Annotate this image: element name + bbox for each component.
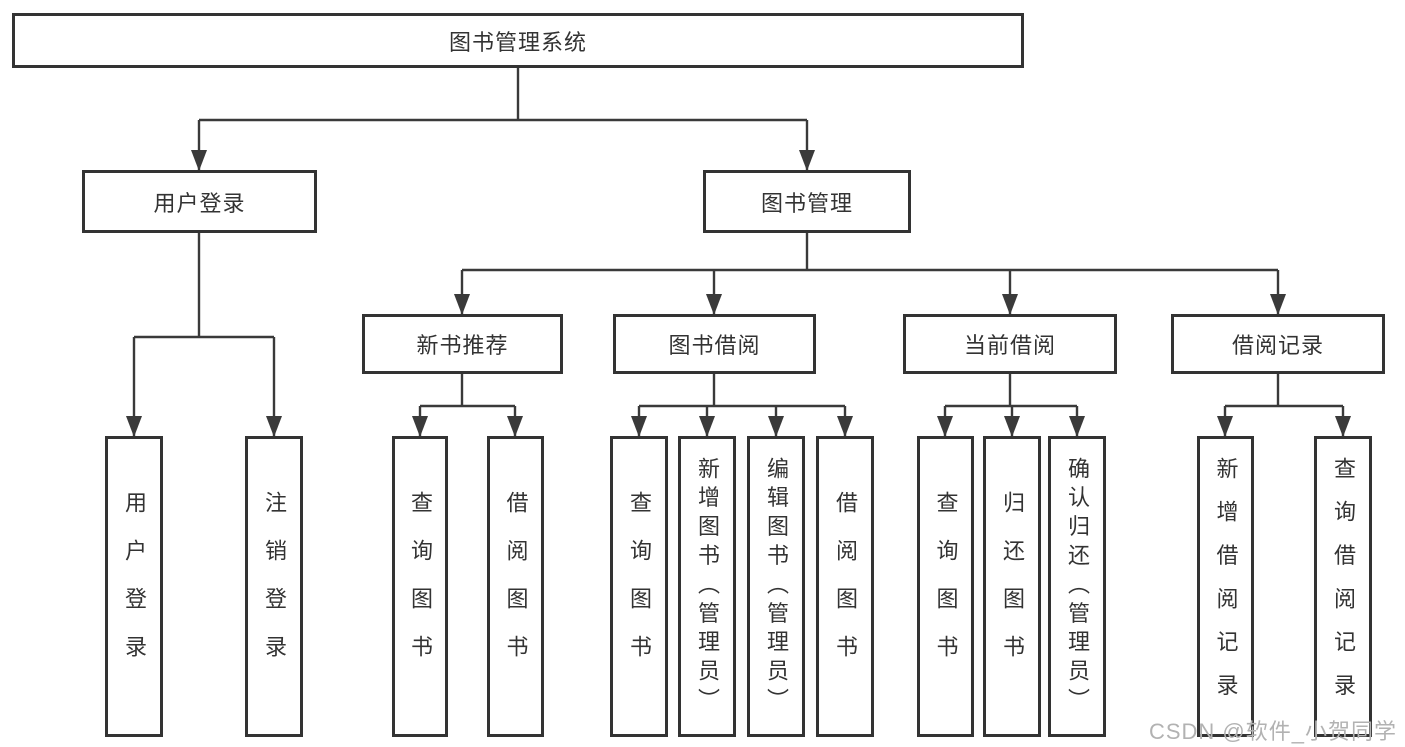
node-label: 借阅记录 [1231, 333, 1324, 358]
node-root-system: 图书管理系统 [12, 13, 1024, 68]
node-label: 图书管理系统 [448, 29, 587, 55]
leaf-label: 注销登录 [262, 490, 287, 683]
leaf-label: 编辑图书（管理员） [764, 456, 789, 717]
leaf-label: 确认归还（管理员） [1065, 456, 1090, 717]
node-new-book-recommend: 新书推荐 [362, 314, 563, 374]
leaf-logout: 注销登录 [245, 436, 303, 737]
leaf-current-confirm-return-admin: 确认归还（管理员） [1048, 436, 1106, 737]
leaf-recommend-query-books: 查询图书 [392, 436, 448, 737]
leaf-label: 查询图书 [408, 490, 433, 683]
leaf-label: 新增借阅记录 [1213, 456, 1239, 717]
node-book-borrowing: 图书借阅 [613, 314, 816, 374]
node-user-login: 用户登录 [82, 170, 317, 233]
leaf-label: 新增图书（管理员） [695, 456, 720, 717]
node-label: 图书借阅 [668, 333, 761, 358]
node-label: 当前借阅 [963, 333, 1056, 358]
leaf-borrowing-query-books: 查询图书 [610, 436, 668, 737]
leaf-label: 查询借阅记录 [1331, 456, 1356, 717]
leaf-label: 归还图书 [1000, 490, 1025, 683]
leaf-current-return-books: 归还图书 [983, 436, 1041, 737]
leaf-records-add-record: 新增借阅记录 [1197, 436, 1254, 737]
node-label: 新书推荐 [416, 333, 509, 358]
node-label: 图书管理 [760, 190, 853, 216]
node-book-management: 图书管理 [703, 170, 911, 233]
leaf-borrowing-add-books-admin: 新增图书（管理员） [678, 436, 736, 737]
leaf-label: 用户登录 [122, 490, 147, 683]
leaf-user-login: 用户登录 [105, 436, 163, 737]
leaf-borrowing-edit-books-admin: 编辑图书（管理员） [747, 436, 805, 737]
leaf-records-query-record: 查询借阅记录 [1314, 436, 1372, 737]
leaf-recommend-borrow-books: 借阅图书 [487, 436, 544, 737]
leaf-label: 查询图书 [933, 490, 959, 683]
node-label: 用户登录 [153, 190, 246, 216]
leaf-current-query-books: 查询图书 [917, 436, 974, 737]
leaf-label: 借阅图书 [833, 490, 858, 683]
node-borrow-records: 借阅记录 [1171, 314, 1385, 374]
leaf-borrowing-borrow-books: 借阅图书 [816, 436, 874, 737]
watermark: CSDN @软件_小贺同学 [1148, 719, 1397, 744]
leaf-label: 借阅图书 [503, 490, 529, 683]
node-current-borrowing: 当前借阅 [903, 314, 1117, 374]
leaf-label: 查询图书 [627, 490, 652, 683]
